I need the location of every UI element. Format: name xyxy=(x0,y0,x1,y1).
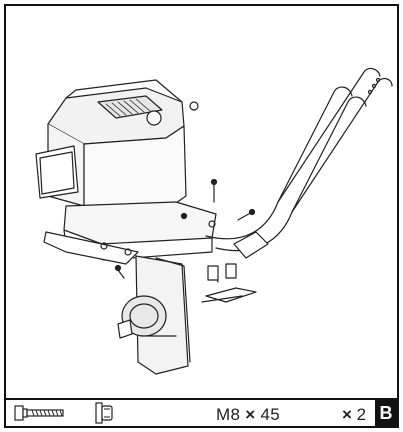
tiller-assembly-illustration xyxy=(35,67,393,375)
bolt-thread: M8 xyxy=(216,405,241,424)
handlebars xyxy=(201,67,393,303)
exploded-bolts xyxy=(114,178,256,283)
bolt-spec-text: M8 × 45 xyxy=(216,405,280,425)
bolt-length: 45 xyxy=(260,405,281,424)
transmission xyxy=(117,255,191,375)
engine xyxy=(35,79,199,211)
times-symbol: × xyxy=(245,405,256,424)
engine-grille xyxy=(105,98,151,117)
quantity-value: 2 xyxy=(356,405,367,424)
flange-nut-icon xyxy=(95,402,113,424)
frame-plate xyxy=(43,201,217,265)
step-letter-badge: B xyxy=(375,400,397,426)
hardware-legend: M8 × 45 × 2 B xyxy=(6,398,397,426)
quantity-prefix: × xyxy=(342,405,352,424)
hex-bolt-icon xyxy=(14,405,64,421)
quantity-text: × 2 xyxy=(342,405,366,425)
